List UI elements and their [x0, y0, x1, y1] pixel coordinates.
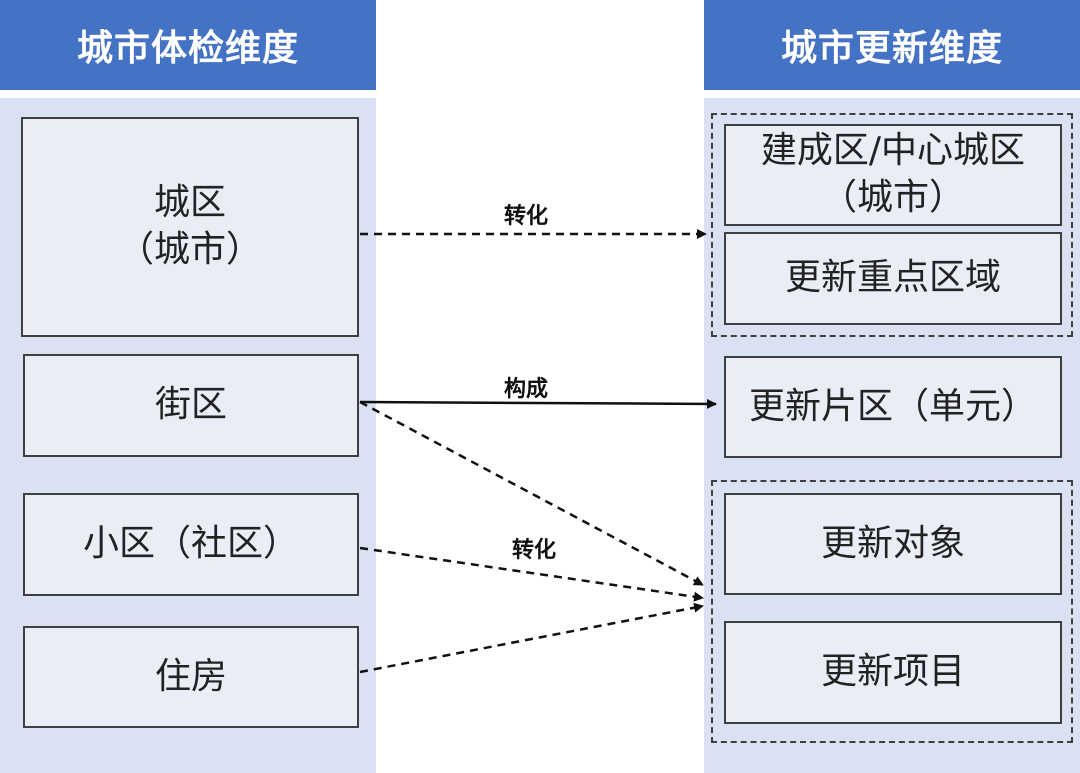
header-city-checkup-dimension: 城市体检维度 — [0, 0, 376, 90]
label-compose: 构成 — [504, 377, 549, 402]
box-community: 小区（社区） — [23, 493, 359, 596]
arrow-block-to-renewal-zone — [359, 398, 717, 409]
label-transform-bottom: 转化 — [512, 538, 557, 563]
arrow-housing-to-object-group — [359, 602, 704, 674]
arrow-block-to-object-group — [359, 400, 704, 587]
header-city-renewal-dimension: 城市更新维度 — [704, 0, 1080, 90]
box-housing: 住房 — [23, 626, 359, 728]
group-urban-level — [711, 113, 1073, 337]
label-transform-top: 转化 — [504, 204, 549, 229]
box-urban-district: 城区 （城市） — [21, 117, 359, 337]
arrow-community-to-object-group — [359, 546, 704, 602]
box-renewal-zone: 更新片区（单元） — [724, 356, 1062, 458]
box-renewal-object: 更新对象 — [724, 493, 1062, 595]
box-built-up-area: 建成区/中心城区 （城市） — [724, 124, 1062, 226]
box-block: 街区 — [23, 354, 359, 457]
box-renewal-project: 更新项目 — [724, 621, 1062, 724]
group-object-level — [711, 480, 1073, 743]
box-key-renewal-area: 更新重点区域 — [724, 232, 1062, 325]
